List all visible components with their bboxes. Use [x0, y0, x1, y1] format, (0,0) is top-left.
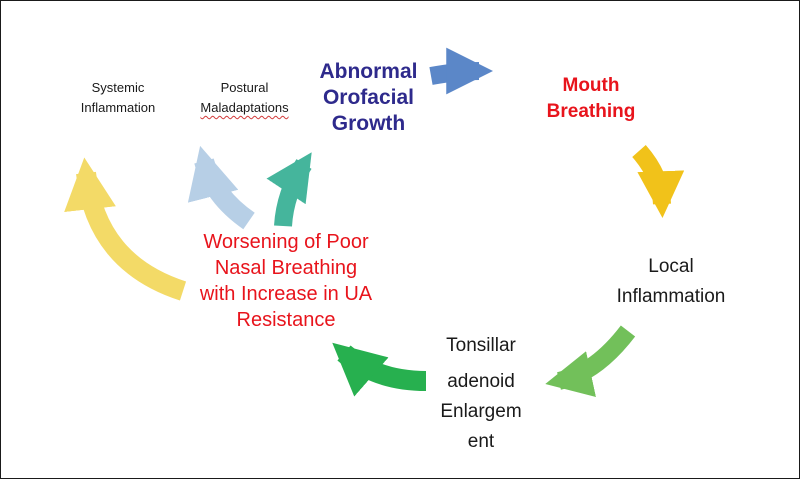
abnormal-line-1: Abnormal — [319, 60, 418, 83]
arrow-local-to-tonsillar — [545, 325, 636, 397]
worsening-line-2: Nasal Breathing — [214, 257, 358, 279]
tonsillar-line: Tonsillar — [446, 335, 516, 356]
arrow-worsening-to-systemic — [64, 157, 187, 301]
postural-line-2: Maladaptations — [200, 100, 289, 115]
systemic-line-2: Inflammation — [80, 100, 156, 115]
systemic-line-1: Systemic — [91, 80, 145, 95]
adenoid-line-3: ent — [467, 431, 495, 452]
node-abnormal-orofacial-growth: Abnormal Orofacial Growth — [301, 59, 436, 137]
node-adenoid-enlargement: adenoid Enlargem ent — [416, 367, 546, 457]
local-line-1: Local — [648, 256, 694, 277]
adenoid-line-1: adenoid — [447, 371, 515, 392]
node-worsening-nasal-breathing: Worsening of Poor Nasal Breathing with I… — [171, 229, 401, 333]
arrow-worsening-to-postural — [187, 145, 255, 230]
node-systemic-inflammation: Systemic Inflammation — [58, 78, 178, 118]
arrow-worsening-to-growth — [266, 152, 312, 227]
local-line-2: Inflammation — [616, 286, 726, 307]
node-tonsillar: Tonsillar — [416, 331, 546, 361]
worsening-line-1: Worsening of Poor — [203, 231, 369, 253]
node-mouth-breathing: Mouth Breathing — [526, 73, 656, 125]
mouth-line-2: Breathing — [546, 101, 636, 122]
node-postural-maladaptations: Postural Maladaptations — [177, 78, 312, 118]
node-local-inflammation: Local Inflammation — [591, 252, 751, 312]
worsening-line-4: Resistance — [236, 309, 336, 331]
postural-line-1: Postural — [220, 80, 269, 95]
arrow-mouth-to-local — [632, 145, 685, 219]
arrow-growth-to-mouth — [429, 47, 494, 95]
mouth-line-1: Mouth — [562, 75, 620, 96]
abnormal-line-3: Growth — [331, 112, 406, 135]
worsening-line-3: with Increase in UA — [199, 283, 373, 305]
arrow-tonsillar-to-worsening — [332, 342, 427, 397]
abnormal-line-2: Orofacial — [322, 86, 415, 109]
adenoid-line-2: Enlargem — [440, 401, 522, 422]
